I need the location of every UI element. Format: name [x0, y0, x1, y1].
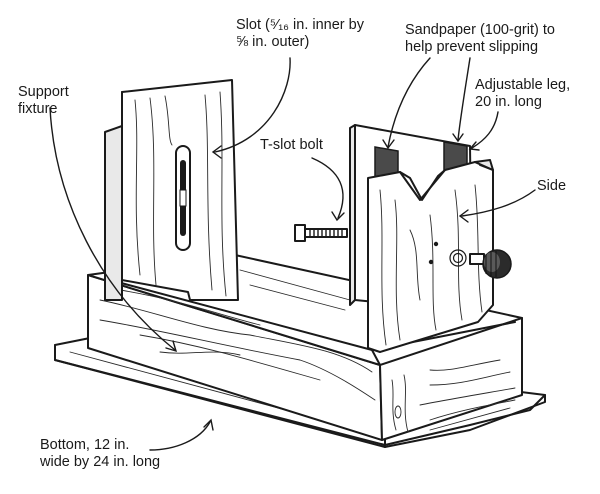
tslot-bolt: [294, 224, 348, 242]
bottom-leader: [149, 421, 211, 451]
leader-lines: [49, 57, 536, 451]
right-leg-and-side: [349, 124, 494, 353]
knob: [469, 249, 512, 279]
support-fixture-label: Support fixture: [18, 84, 69, 117]
tslot-bolt-leader: [311, 157, 344, 219]
sandpaper-leader-1: [387, 57, 431, 148]
base-box: [87, 254, 523, 441]
left-adjustable-leg: [104, 79, 239, 301]
adjustable-leg-leader: [471, 111, 499, 149]
tslot-bolt-label: T-slot bolt: [260, 137, 323, 153]
support-fixture-leader: [49, 107, 176, 351]
slot-leader: [214, 57, 291, 153]
bottom-label: Bottom, 12 in. wide by 24 in. long: [40, 437, 161, 470]
side-label: Side: [537, 178, 567, 194]
sandpaper-label: Sandpaper (100-grit) to help prevent sli…: [405, 22, 555, 55]
slot-label: Slot (⁵⁄₁₆ in. inner by ⅝ in. outer): [236, 17, 364, 50]
slot: [175, 145, 191, 251]
sandpaper-leader-2: [457, 57, 471, 141]
adjustable-leg-label: Adjustable leg, 20 in. long: [475, 77, 571, 110]
side-leader: [461, 189, 536, 217]
